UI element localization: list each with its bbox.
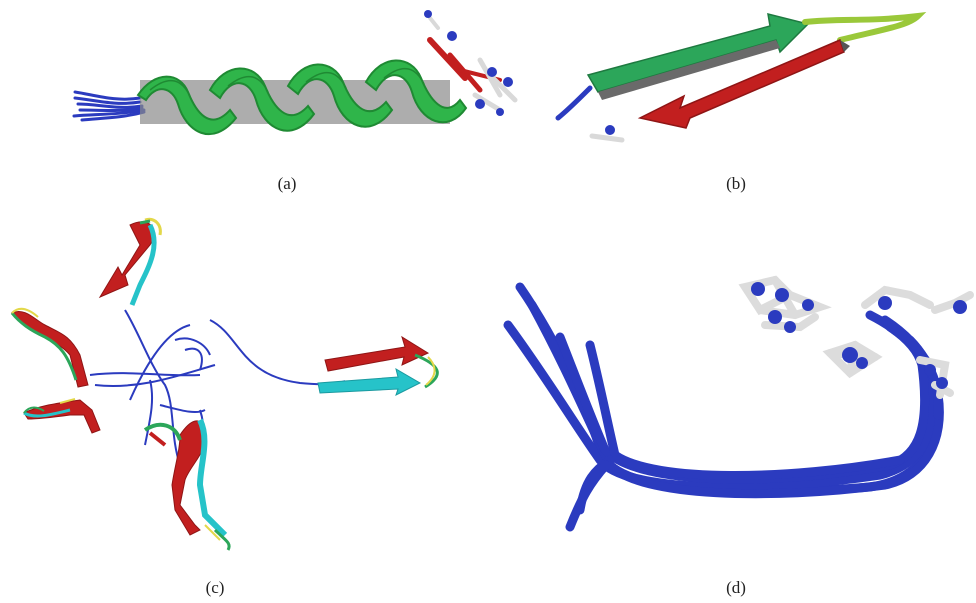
coil-bundle (508, 287, 939, 527)
caption-c: (c) (195, 578, 235, 598)
alpha-helix (138, 60, 466, 134)
panel-b (540, 0, 940, 165)
helix-structure-image (60, 0, 530, 165)
hairpin-left (12, 309, 88, 387)
hairpin-left-bottom (24, 399, 100, 433)
panel-d (490, 265, 976, 565)
hairpin-top (100, 219, 160, 305)
hairpin-bottom (145, 420, 229, 550)
hairpin-right (318, 337, 437, 395)
connecting-coils (90, 310, 345, 465)
panel-a (60, 0, 530, 165)
caption-d: (d) (716, 578, 756, 598)
caption-b: (b) (716, 174, 756, 194)
caption-a: (a) (267, 174, 307, 194)
hairpin-assembly-image (0, 205, 470, 565)
coil-bundle-image (490, 265, 976, 565)
panel-c (0, 205, 470, 565)
n-terminal-coil (74, 92, 144, 120)
beta-hairpin-image (540, 0, 940, 165)
